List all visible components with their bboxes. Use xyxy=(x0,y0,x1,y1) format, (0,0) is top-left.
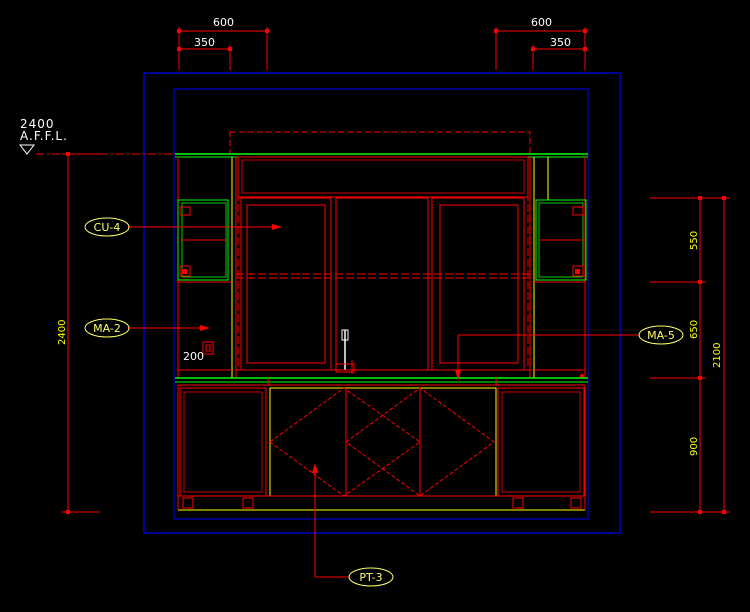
tag-pt3: PT-3 xyxy=(312,463,394,587)
tag-ma5-label: MA-5 xyxy=(647,329,675,342)
tag-ma2-label: MA-2 xyxy=(93,322,121,335)
right-lower-dim: 900 xyxy=(689,437,700,456)
left-shelving xyxy=(177,157,237,378)
top-right-overall-dim: 600 xyxy=(531,16,552,29)
tag-ma5: MA-5 xyxy=(455,325,684,380)
right-total-dim: 2100 xyxy=(712,343,723,368)
base-cabinet xyxy=(177,384,586,511)
top-left-overall-dim: 600 xyxy=(213,16,234,29)
right-upper-dim: 550 xyxy=(689,231,700,250)
level-marker: 2400 A.F.F.L. xyxy=(18,117,178,155)
level-label: A.F.F.L. xyxy=(20,129,68,143)
level-triangle-icon xyxy=(18,144,36,155)
right-middle-dim: 650 xyxy=(689,320,700,339)
leveler-foot-icon xyxy=(570,497,582,509)
left-total-dim: 2400 xyxy=(57,320,68,345)
inline-dim-200: 200 xyxy=(183,350,204,363)
tag-pt3-label: PT-3 xyxy=(359,571,382,584)
tag-cu4-label: CU-4 xyxy=(94,221,121,234)
outlet-icon xyxy=(202,341,214,355)
counter: 200 xyxy=(175,341,588,385)
right-dimensions: 550 650 900 2100 xyxy=(650,196,730,514)
tag-cu4: CU-4 xyxy=(84,217,282,237)
top-dimension-left: 600 350 xyxy=(177,16,269,70)
top-left-inner-dim: 350 xyxy=(194,36,215,49)
top-dimension-right: 600 350 xyxy=(494,16,587,70)
leveler-foot-icon xyxy=(182,497,194,509)
right-shelving xyxy=(529,157,587,378)
cabinet-top xyxy=(175,131,588,158)
leveler-foot-icon xyxy=(242,497,254,509)
left-dimension: 2400 xyxy=(57,152,100,514)
top-right-inner-dim: 350 xyxy=(550,36,571,49)
upper-cabinet xyxy=(236,156,530,374)
tag-ma2: MA-2 xyxy=(84,318,210,338)
level-height: 2400 xyxy=(20,117,55,131)
leveler-foot-icon xyxy=(512,497,524,509)
outer-frame xyxy=(143,72,621,534)
